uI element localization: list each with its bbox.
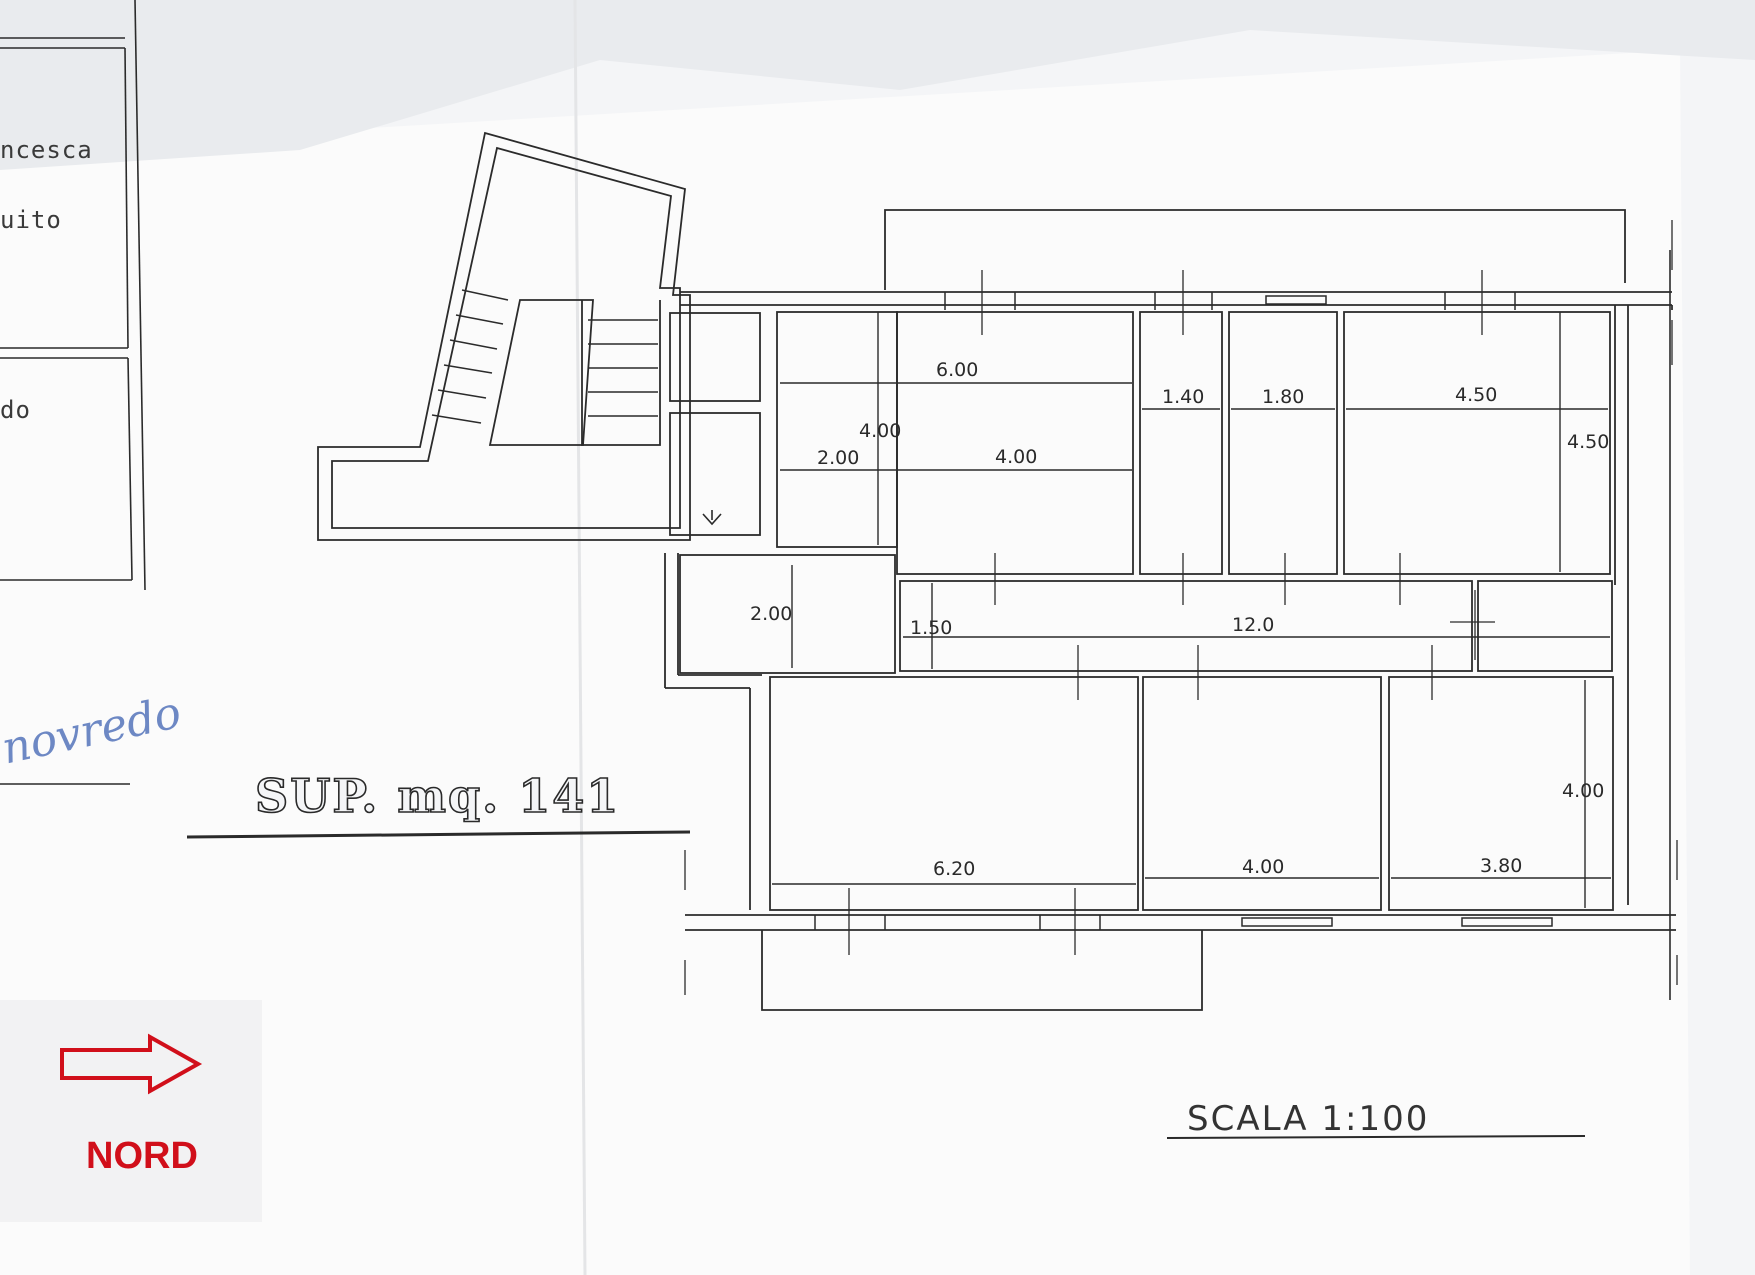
room-entry: [679, 554, 896, 674]
dim-room1-sub-b: 4.00: [995, 446, 1037, 468]
scale-underline: [1166, 1135, 1586, 1139]
paper-sheet: [0, 50, 1690, 1275]
room-kitchen: [896, 311, 1134, 575]
scale-label: SCALA 1:100: [1187, 1099, 1429, 1139]
room-bath-1: [1139, 311, 1223, 575]
surface-label: SUP. mq. 141: [255, 769, 620, 823]
stairwell: [317, 131, 761, 541]
dim-room4-width: 4.50: [1455, 384, 1497, 406]
paper-fold: [573, 0, 587, 1275]
north-box: [0, 1000, 262, 1222]
paper-shadow: [0, 0, 1755, 170]
side-text-1: ncesca: [0, 136, 93, 164]
tick-marks: [684, 220, 1678, 995]
dimension-lines: [772, 312, 1611, 908]
dim-room4-height: 4.50: [1567, 431, 1609, 453]
dim-room1-sub-a: 2.00: [817, 447, 859, 469]
dim-room5-width: 6.20: [933, 858, 975, 880]
side-text-2: uito: [0, 206, 62, 234]
room-living: [769, 676, 1139, 911]
dim-room6-width: 4.00: [1242, 856, 1284, 878]
north-label: NORD: [86, 1135, 198, 1177]
room-bath-2: [1228, 311, 1338, 575]
room-bedroom-3: [1388, 676, 1614, 911]
rooms: [679, 311, 1614, 911]
dimension-labels: 6.00 4.00 2.00 4.00 1.40 1.80 4.50 4.50 …: [750, 359, 1609, 880]
dim-entry: 2.00: [750, 603, 792, 625]
north-indicator: NORD: [0, 1000, 262, 1222]
room-closet: [1477, 580, 1613, 672]
room-bedroom-2: [1142, 676, 1382, 911]
dim-room3-width: 1.80: [1262, 386, 1304, 408]
surface-underline: [186, 830, 691, 839]
room-bedroom-1: [1343, 311, 1611, 575]
dim-room7-height: 4.00: [1562, 780, 1604, 802]
outer-walls: [664, 209, 1676, 1011]
dim-room1-height: 4.00: [859, 420, 901, 442]
windows: [814, 292, 1553, 930]
side-text-3: do: [0, 396, 31, 424]
dim-corridor-width: 1.50: [910, 617, 952, 639]
dim-room7-width: 3.80: [1480, 855, 1522, 877]
north-arrow-icon: [60, 1033, 203, 1095]
dim-corridor-length: 12.0: [1232, 614, 1274, 636]
dim-room1-width: 6.00: [936, 359, 978, 381]
room-corridor: [899, 580, 1473, 672]
dim-room2-width: 1.40: [1162, 386, 1204, 408]
